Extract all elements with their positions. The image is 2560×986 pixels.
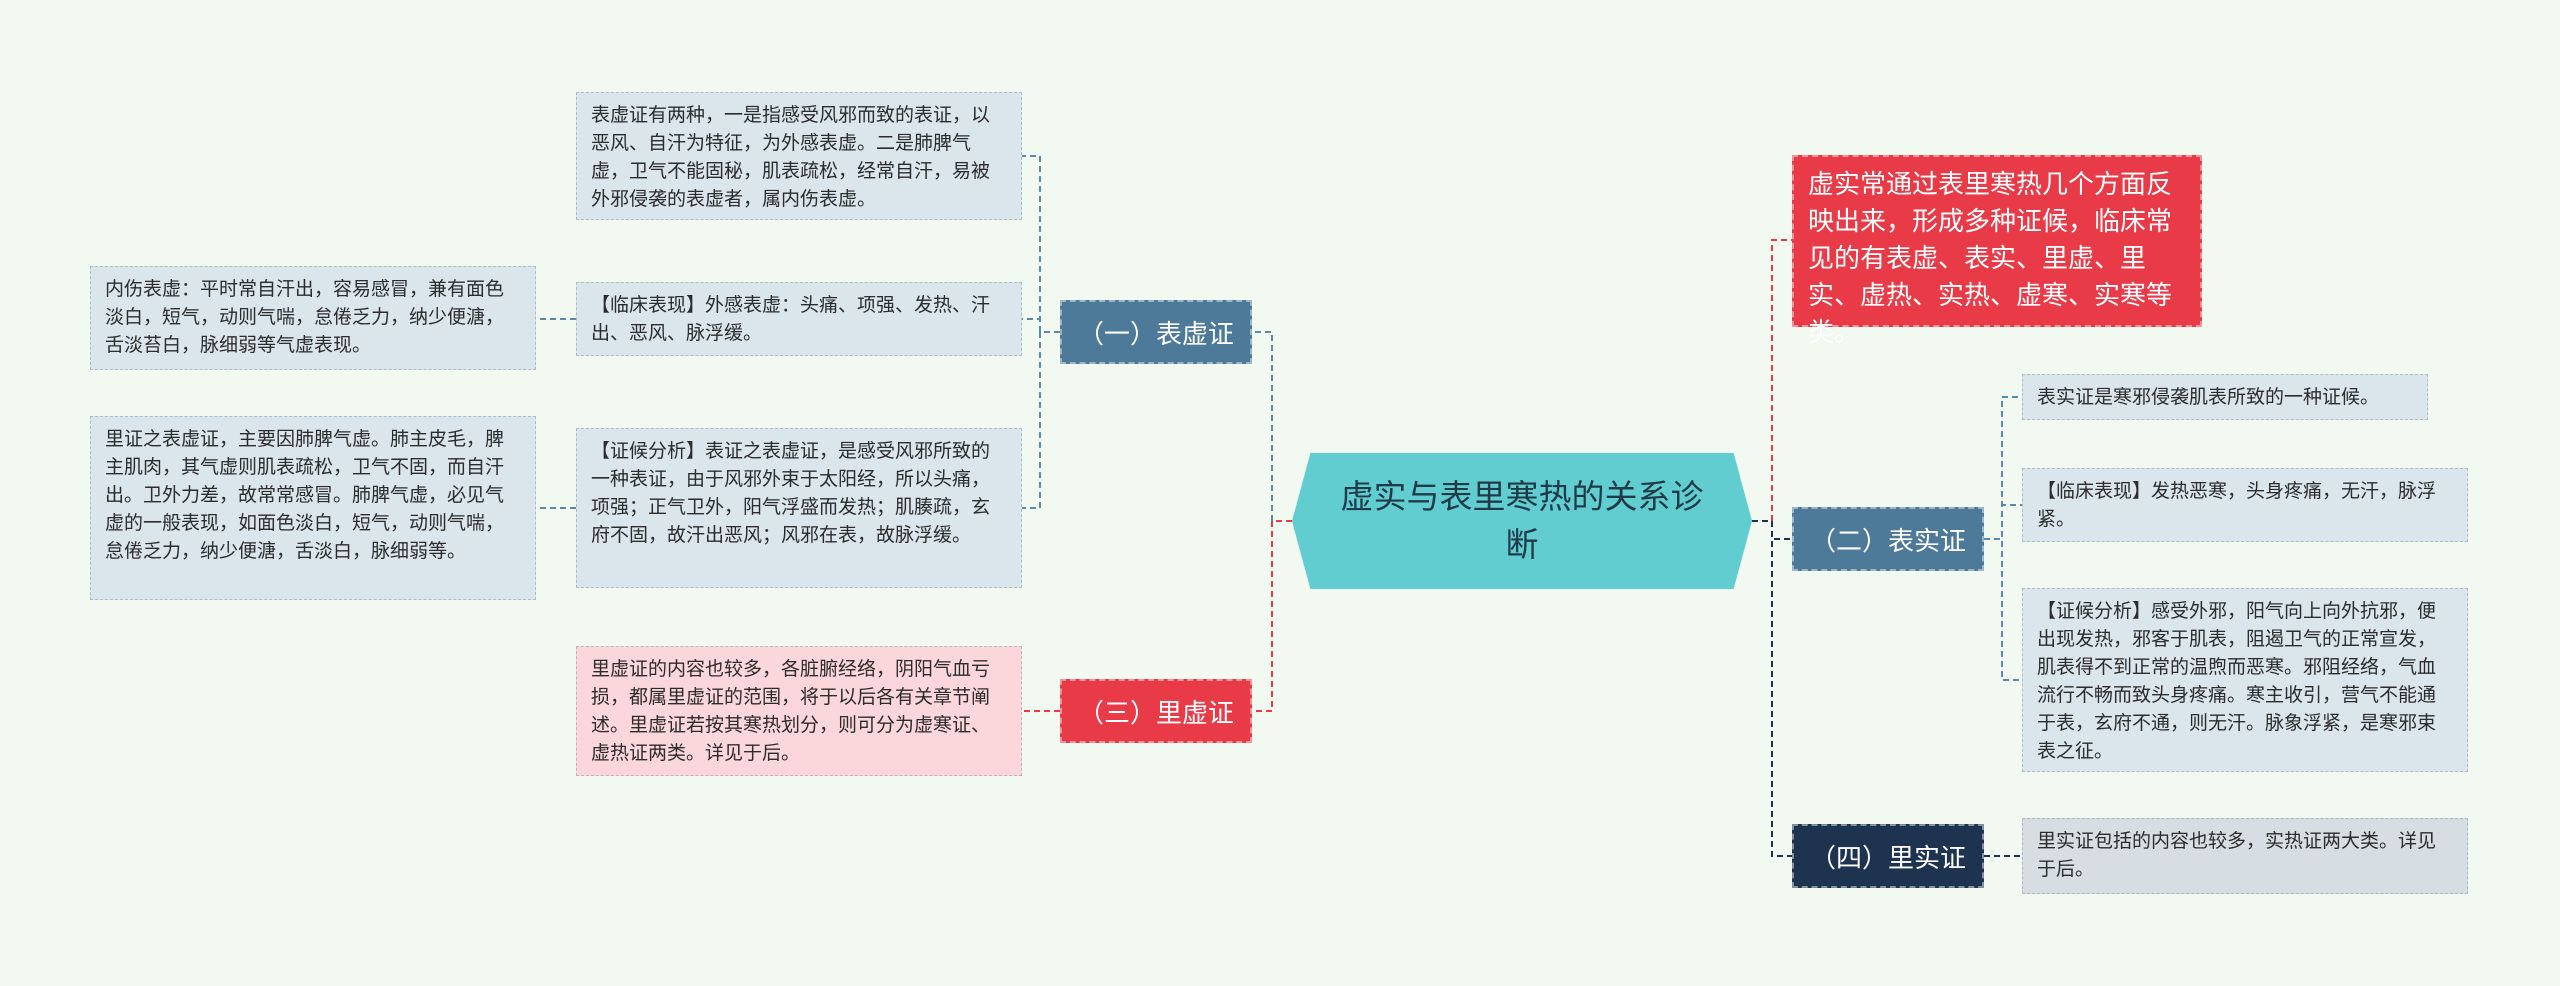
lishi-leaf-content-text: 里实证包括的内容也较多，实热证两大类。详见于后。 (2037, 830, 2437, 880)
biaoxu-leaf-analysis-internal[interactable]: 里证之表虚证，主要因肺脾气虚。肺主皮毛，脾主肌肉，其气虚则肌表疏松，卫气不固，而… (90, 416, 536, 600)
link-center-summary (1752, 239, 1792, 522)
biaoxu-leaf-analysis[interactable]: 【证候分析】表证之表虚证，是感受风邪所致的一种表证，由于风邪外束于太阳经，所以头… (576, 428, 1022, 588)
link-center-biaoxu (1252, 331, 1292, 522)
branch-biaoxu-label: （一）表虚证 (1077, 319, 1234, 350)
link-biaoshi-leaf2 (1984, 504, 2022, 540)
biaoshi-leaf-clinical-text: 【临床表现】发热恶寒，头身疼痛，无汗，脉浮紧。 (2037, 480, 2437, 530)
branch-lixu-label: （三）里虚证 (1077, 698, 1234, 729)
link-biaoxu-leaf2 (1022, 318, 1060, 333)
summary-node[interactable]: 虚实常通过表里寒热几个方面反映出来，形成多种证候，临床常见的有表虚、表实、里虚、… (1792, 155, 2202, 348)
link-center-lishi (1752, 520, 1792, 857)
biaoxu-leaf-clinical-internal-text: 内伤表虚：平时常自汗出，容易感冒，兼有面色淡白，短气，动则气喘，怠倦乏力，纳少便… (105, 278, 505, 356)
summary-text: 虚实常通过表里寒热几个方面反映出来，形成多种证候，临床常见的有表虚、表实、里虚、… (1808, 170, 2173, 348)
link-biaoshi-leaf3 (1984, 538, 2022, 681)
biaoshi-leaf-clinical[interactable]: 【临床表现】发热恶寒，头身疼痛，无汗，脉浮紧。 (2022, 468, 2468, 542)
lishi-leaf-content[interactable]: 里实证包括的内容也较多，实热证两大类。详见于后。 (2022, 818, 2468, 894)
branch-biaoshi[interactable]: （二）表实证 (1792, 507, 1984, 571)
branch-biaoshi-label: （二）表实证 (1809, 526, 1966, 557)
branch-lishi-label: （四）里实证 (1809, 843, 1966, 874)
center-topic-title: 虚实与表里寒热的关系诊断 (1340, 477, 1704, 564)
link-biaoxu-leaf1 (1022, 155, 1060, 333)
center-topic[interactable]: 虚实与表里寒热的关系诊断 (1292, 453, 1752, 589)
biaoxu-leaf-clinical-internal[interactable]: 内伤表虚：平时常自汗出，容易感冒，兼有面色淡白，短气，动则气喘，怠倦乏力，纳少便… (90, 266, 536, 370)
biaoxu-leaf-clinical-text: 【临床表现】外感表虚：头痛、项强、发热、汗出、恶风、脉浮缓。 (591, 294, 991, 344)
biaoshi-leaf-definition[interactable]: 表实证是寒邪侵袭肌表所致的一种证候。 (2022, 374, 2428, 420)
biaoshi-leaf-analysis-text: 【证候分析】感受外邪，阳气向上向外抗邪，便出现发热，邪客于肌表，阻遏卫气的正常宣… (2037, 600, 2437, 762)
biaoshi-leaf-analysis[interactable]: 【证候分析】感受外邪，阳气向上向外抗邪，便出现发热，邪客于肌表，阻遏卫气的正常宣… (2022, 588, 2468, 772)
link-biaoxu-leaf3 (1022, 331, 1060, 509)
branch-biaoxu[interactable]: （一）表虚证 (1060, 300, 1252, 364)
link-center-lixu (1252, 520, 1292, 712)
biaoshi-leaf-definition-text: 表实证是寒邪侵袭肌表所致的一种证候。 (2037, 386, 2380, 408)
lixu-leaf-content-text: 里虚证的内容也较多，各脏腑经络，阴阳气血亏损，都属里虚证的范围，将于以后各有关章… (591, 658, 991, 764)
link-biaoshi-leaf1 (1984, 396, 2022, 540)
biaoxu-leaf-clinical[interactable]: 【临床表现】外感表虚：头痛、项强、发热、汗出、恶风、脉浮缓。 (576, 282, 1022, 356)
branch-lishi[interactable]: （四）里实证 (1792, 824, 1984, 888)
branch-lixu[interactable]: （三）里虚证 (1060, 679, 1252, 743)
biaoxu-leaf-definition-text: 表虚证有两种，一是指感受风邪而致的表证，以恶风、自汗为特征，为外感表虚。二是肺脾… (591, 104, 991, 210)
biaoxu-leaf-analysis-internal-text: 里证之表虚证，主要因肺脾气虚。肺主皮毛，脾主肌肉，其气虚则肌表疏松，卫气不固，而… (105, 428, 505, 562)
lixu-leaf-content[interactable]: 里虚证的内容也较多，各脏腑经络，阴阳气血亏损，都属里虚证的范围，将于以后各有关章… (576, 646, 1022, 776)
biaoxu-leaf-definition[interactable]: 表虚证有两种，一是指感受风邪而致的表证，以恶风、自汗为特征，为外感表虚。二是肺脾… (576, 92, 1022, 220)
biaoxu-leaf-analysis-text: 【证候分析】表证之表虚证，是感受风邪所致的一种表证，由于风邪外束于太阳经，所以头… (591, 440, 991, 546)
